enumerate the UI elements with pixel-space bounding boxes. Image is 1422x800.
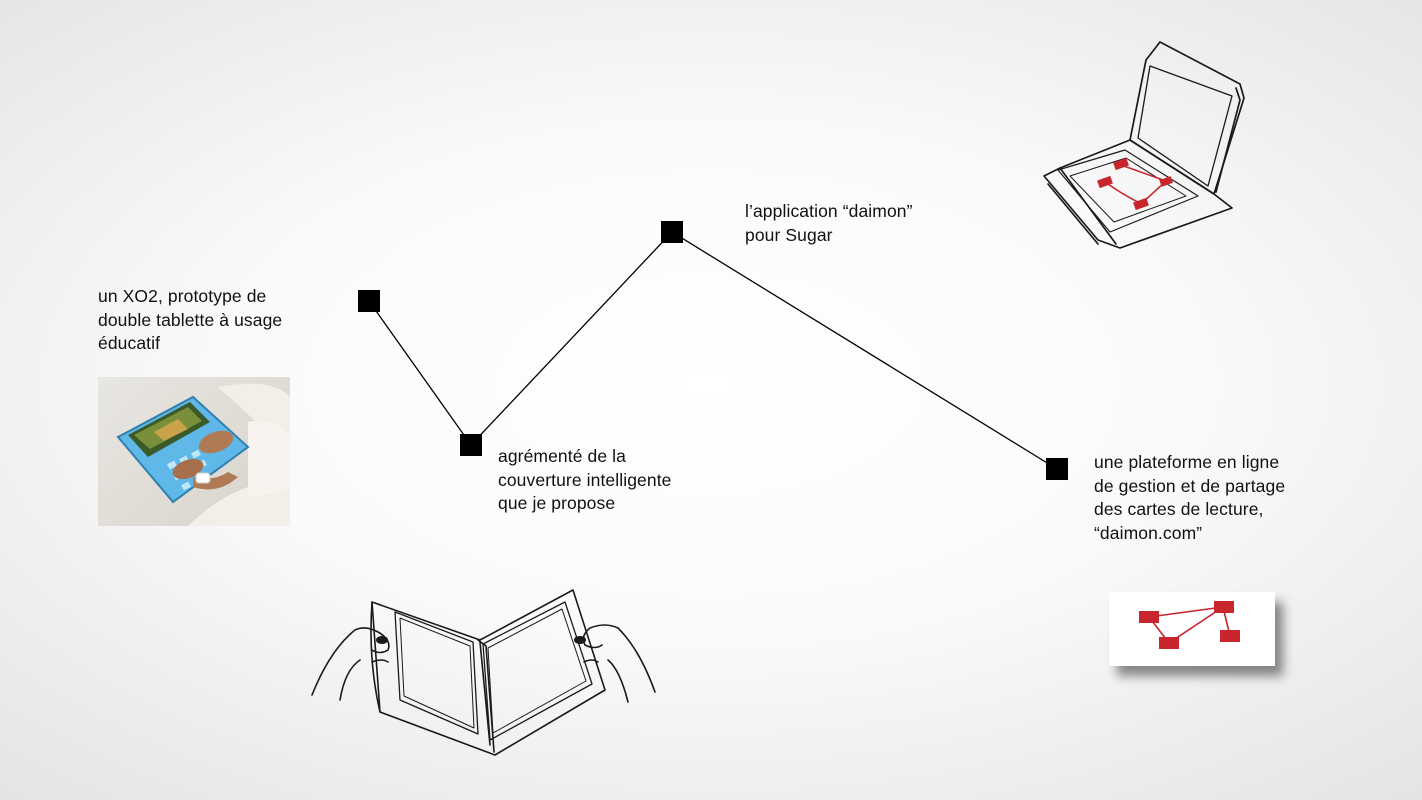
label-platform: une plateforme en ligne de gestion et de… xyxy=(1094,452,1286,543)
label-cover: agrémenté de la couverture intelligente … xyxy=(498,446,672,513)
node-platform xyxy=(1046,458,1068,480)
node-cover xyxy=(460,434,482,456)
connector-line xyxy=(368,231,1058,470)
node-xo2 xyxy=(358,290,380,312)
xo2-photo-icon xyxy=(98,377,290,526)
label-xo2: un XO2, prototype de double tablette à u… xyxy=(98,286,283,353)
website-card-icon xyxy=(1109,592,1275,666)
node-app xyxy=(661,221,683,243)
label-app: l’application “daimon” pour Sugar xyxy=(745,201,913,245)
